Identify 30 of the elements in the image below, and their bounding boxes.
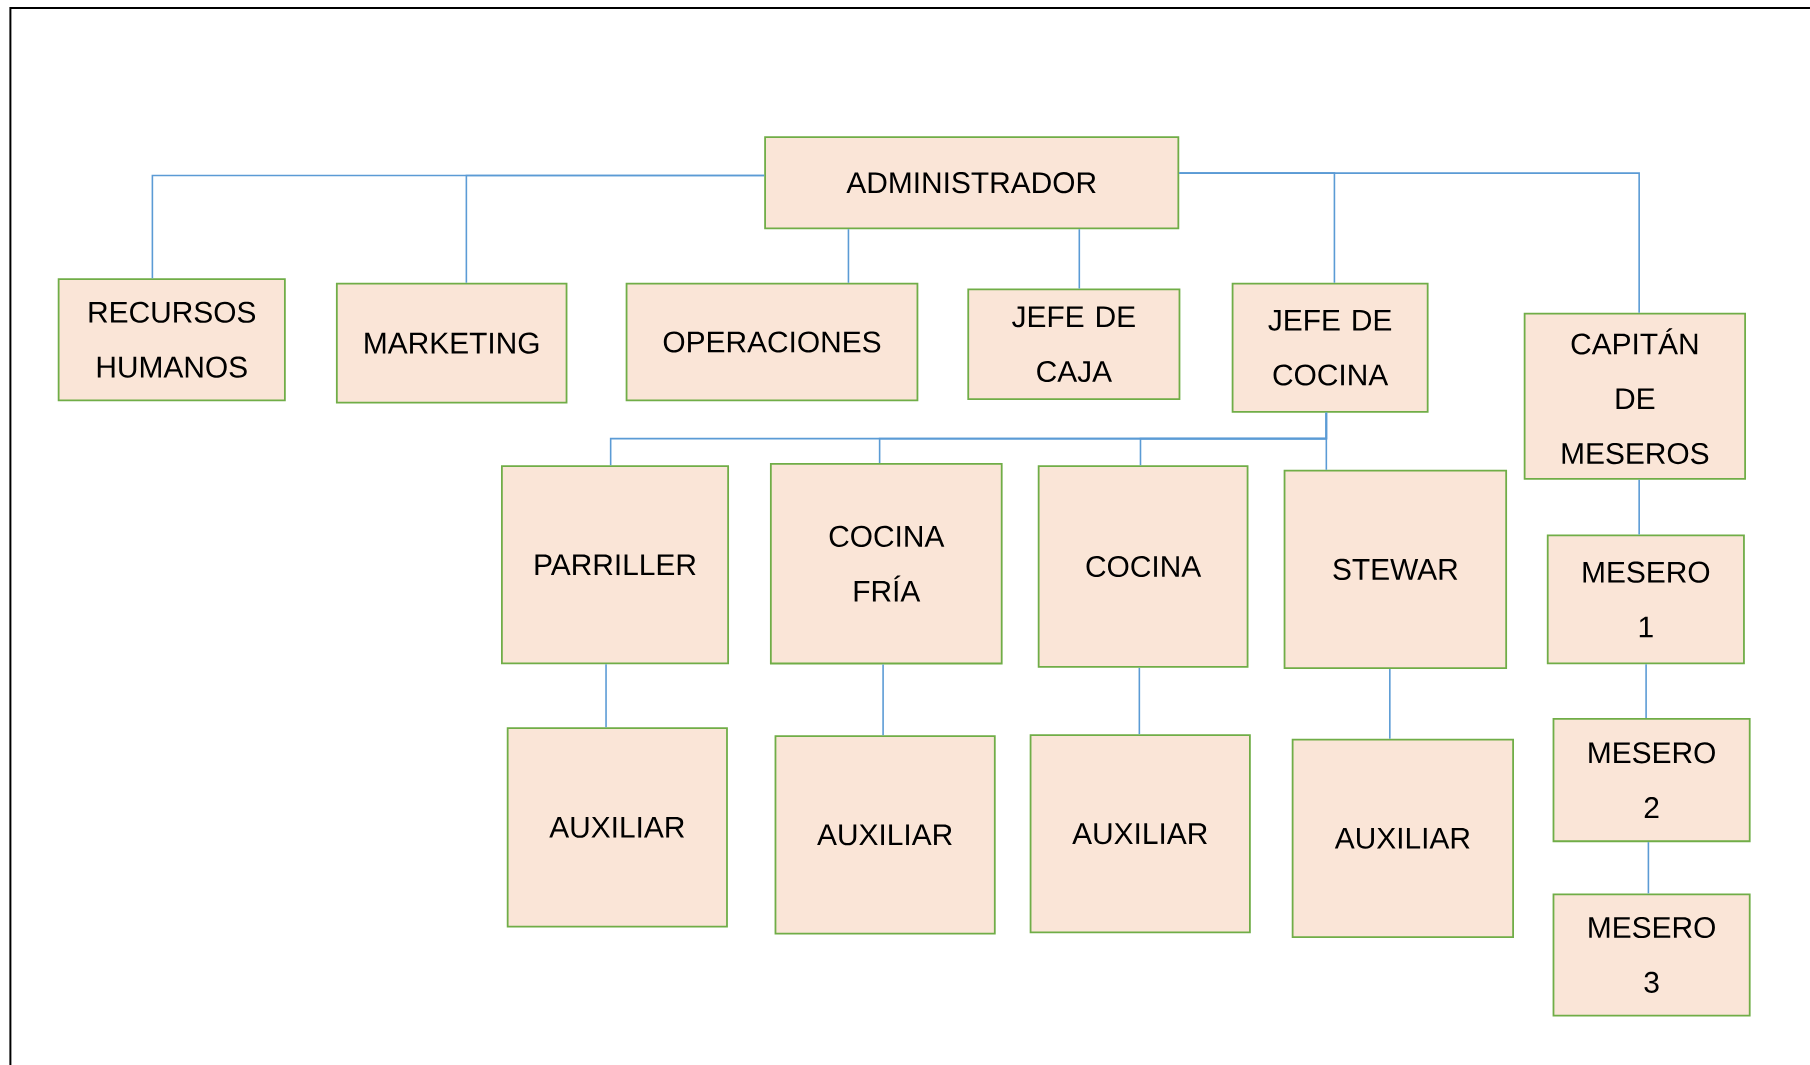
connector-line xyxy=(605,663,607,728)
org-box: MARKETING xyxy=(335,282,568,404)
org-box: AUXILIAR xyxy=(1029,733,1251,934)
connector-line xyxy=(882,663,884,736)
org-box: JEFE DE COCINA xyxy=(1231,282,1429,413)
connector-line xyxy=(1138,666,1141,735)
connector-line xyxy=(1645,663,1647,719)
org-box: MESERO 3 xyxy=(1552,893,1751,1017)
connector-line xyxy=(847,228,850,284)
org-box: CAPITÁN DE MESEROS xyxy=(1523,312,1746,480)
org-box: ADMINISTRADOR xyxy=(764,136,1180,229)
org-box: AUXILIAR xyxy=(774,735,996,935)
org-box: MESERO 2 xyxy=(1552,717,1751,842)
org-box: RECURSOS HUMANOS xyxy=(57,277,286,401)
connector-line xyxy=(1638,478,1640,536)
connector-line xyxy=(465,174,765,284)
connector-line xyxy=(1178,172,1640,314)
connector-line xyxy=(1325,411,1328,471)
org-box: STEWAR xyxy=(1283,469,1508,669)
org-box: MESERO 1 xyxy=(1546,534,1745,665)
org-box: JEFE DE CAJA xyxy=(967,288,1181,400)
org-box: COCINA xyxy=(1037,464,1249,668)
org-box: AUXILIAR xyxy=(1291,738,1514,938)
org-box: COCINA FRÍA xyxy=(769,462,1003,665)
org-box: PARRILLER xyxy=(501,464,730,665)
connector-line xyxy=(1647,841,1650,894)
org-box: OPERACIONES xyxy=(625,282,919,401)
connector-line xyxy=(1078,228,1081,290)
org-box: AUXILIAR xyxy=(506,727,728,928)
connector-line xyxy=(1389,667,1391,740)
